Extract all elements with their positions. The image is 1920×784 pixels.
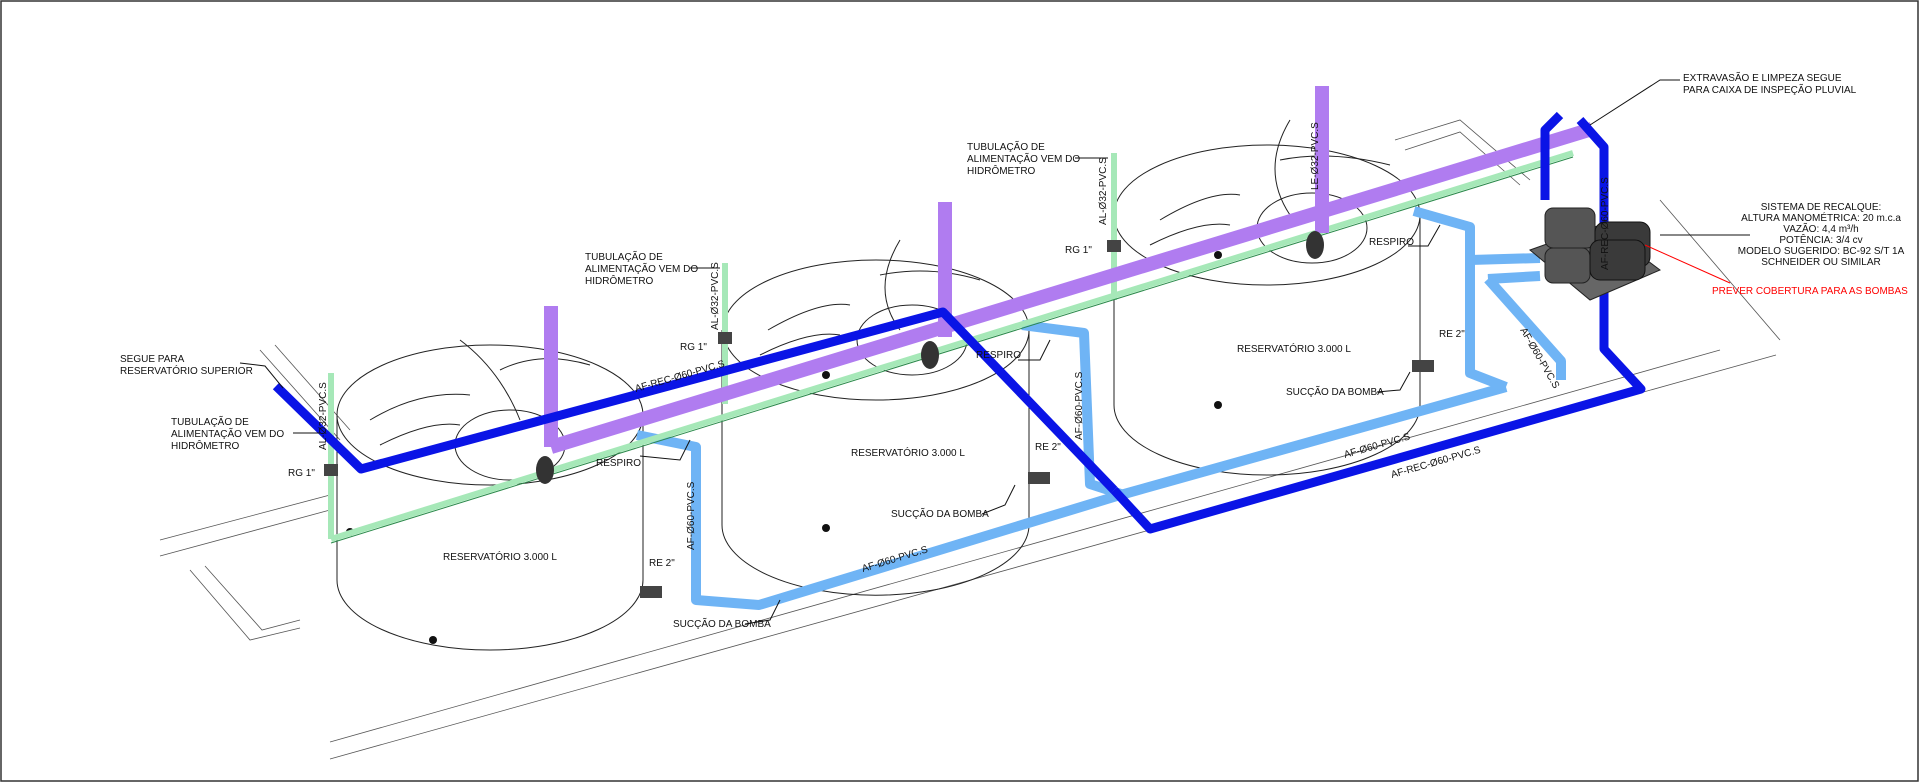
af-rec-pump-label: AF-REC-Ø60-PVC.S — [1600, 177, 1611, 270]
alimentacao-2c: HIDRÔMETRO — [585, 274, 654, 287]
note-segue-1: SEGUE PARA — [120, 354, 185, 365]
alimentacao-3c: HIDRÔMETRO — [967, 164, 1036, 177]
tank-1-labels: TUBULAÇÃO DE ALIMENTAÇÃO VEM DO HIDRÔMET… — [171, 382, 771, 630]
tank-label-2: RESERVATÓRIO 3.000 L — [851, 446, 965, 459]
warning-cover-pumps: PREVER COBERTURA PARA AS BOMBAS — [1712, 286, 1908, 297]
af-pipe-1: AF-Ø60-PVC.S — [686, 481, 697, 550]
alimentacao-3a: TUBULAÇÃO DE — [967, 140, 1045, 153]
rg-3: RG 1" — [1065, 245, 1092, 256]
re-1: RE 2" — [649, 558, 675, 569]
af-pipe-2: AF-Ø60-PVC.S — [1074, 371, 1085, 440]
alimentacao-1b: ALIMENTAÇÃO VEM DO — [171, 427, 284, 440]
rg-2: RG 1" — [680, 342, 707, 353]
respiro-1: RESPIRO — [596, 458, 641, 469]
le-pipe-3: LE-Ø32-PVC.S — [1310, 122, 1321, 190]
pump-spec-4: MODELO SUGERIDO: BC-92 S/T 1A — [1738, 246, 1905, 257]
leader-lines — [239, 79, 1750, 625]
pump-spec-5: SCHNEIDER OU SIMILAR — [1761, 257, 1880, 268]
tank-label-3: RESERVATÓRIO 3.000 L — [1237, 342, 1351, 355]
re-3: RE 2" — [1439, 329, 1465, 340]
pump-spec-3: POTÊNCIA: 3/4 cv — [1779, 233, 1862, 246]
re-2: RE 2" — [1035, 442, 1061, 453]
pump-spec-1: ALTURA MANOMÉTRICA: 20 m.c.a — [1741, 211, 1901, 224]
succao-2: SUCÇÃO DA BOMBA — [891, 507, 989, 520]
pump-spec-2: VAZÃO: 4,4 m³/h — [1783, 222, 1858, 235]
succao-1: SUCÇÃO DA BOMBA — [673, 617, 771, 630]
tank-2-labels: TUBULAÇÃO DE ALIMENTAÇÃO VEM DO HIDRÔMET… — [585, 250, 1085, 520]
alimentacao-2b: ALIMENTAÇÃO VEM DO — [585, 262, 698, 275]
note-segue-2: RESERVATÓRIO SUPERIOR — [120, 364, 253, 377]
pump-set — [1529, 207, 1661, 301]
al-pipe-1: AL-Ø32-PVC.S — [318, 382, 329, 450]
alimentacao-3b: ALIMENTAÇÃO VEM DO — [967, 152, 1080, 165]
alimentacao-2a: TUBULAÇÃO DE — [585, 250, 663, 263]
valves-fittings — [324, 231, 1434, 598]
respiro-3: RESPIRO — [1369, 237, 1414, 248]
succao-3: SUCÇÃO DA BOMBA — [1286, 385, 1384, 398]
alimentacao-1c: HIDRÔMETRO — [171, 439, 240, 452]
notes: SEGUE PARA RESERVATÓRIO SUPERIOR EXTRAVA… — [120, 71, 1908, 377]
note-extravasao-2: PARA CAIXA DE INSPEÇÃO PLUVIAL — [1683, 83, 1857, 96]
note-extravasao-1: EXTRAVASÃO E LIMPEZA SEGUE — [1683, 71, 1842, 84]
alimentacao-1a: TUBULAÇÃO DE — [171, 415, 249, 428]
rg-1: RG 1" — [288, 468, 315, 479]
pump-spec-0: SISTEMA DE RECALQUE: — [1761, 202, 1882, 213]
pressure-pipes — [272, 111, 1646, 534]
tank-label-1: RESERVATÓRIO 3.000 L — [443, 550, 557, 563]
al-pipe-2: AL-Ø32-PVC.S — [710, 262, 721, 330]
al-pipe-3: AL-Ø32-PVC.S — [1098, 157, 1109, 225]
respiro-2: RESPIRO — [976, 350, 1021, 361]
